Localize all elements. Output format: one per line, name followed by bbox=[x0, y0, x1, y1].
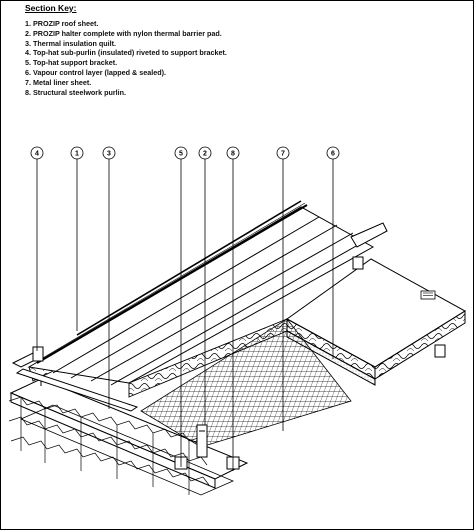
callout-2-label: 2 bbox=[203, 151, 207, 158]
key-item-4: 4. Top-hat sub-purlin (insulated) rivete… bbox=[25, 48, 227, 58]
callout-3-label: 3 bbox=[107, 151, 111, 158]
callout-2-circle bbox=[198, 146, 212, 160]
callout-4-circle bbox=[30, 146, 44, 160]
callout-1-label: 1 bbox=[75, 151, 79, 158]
callout-5-circle bbox=[174, 146, 188, 160]
key-item-6: 6. Vapour control layer (lapped & sealed… bbox=[25, 67, 166, 77]
callouts bbox=[30, 146, 340, 471]
callout-6-circle bbox=[326, 146, 340, 160]
callout-7-label: 7 bbox=[281, 151, 285, 158]
callout-8-circle bbox=[226, 146, 240, 160]
key-item-1: 1. PROZIP roof sheet. bbox=[25, 19, 99, 28]
callout-3-circle bbox=[102, 146, 116, 160]
key-item-3: 3. Thermal insulation quilt. bbox=[25, 38, 117, 48]
structural-purlin-beam bbox=[9, 378, 249, 496]
section-key-title: Section Key: bbox=[25, 3, 77, 13]
key-item-8: 8. Structural steelwork purlin. bbox=[25, 87, 127, 97]
callout-1-circle bbox=[70, 146, 84, 160]
section-key-list: 1. PROZIP roof sheet. 2. PROZIP halter c… bbox=[25, 19, 227, 97]
key-item-5: 5. Top-hat support bracket. bbox=[25, 58, 118, 68]
callout-8-label: 8 bbox=[231, 151, 235, 158]
callout-5-label: 5 bbox=[179, 151, 183, 158]
callout-7-circle bbox=[276, 146, 290, 160]
prozip-roof-sheet bbox=[27, 200, 375, 386]
key-item-7: 7. Metal liner sheet. bbox=[25, 77, 92, 87]
metal-liner-sheet bbox=[8, 396, 210, 495]
callout-4-label: 4 bbox=[35, 151, 39, 158]
insulation-slab bbox=[286, 258, 466, 386]
callout-labels: 4 1 3 5 2 8 7 6 bbox=[35, 151, 335, 158]
callout-6-label: 6 bbox=[331, 151, 335, 158]
key-item-2: 2. PROZIP halter complete with nylon the… bbox=[25, 28, 222, 38]
top-hat-sub-purlin bbox=[11, 222, 388, 412]
